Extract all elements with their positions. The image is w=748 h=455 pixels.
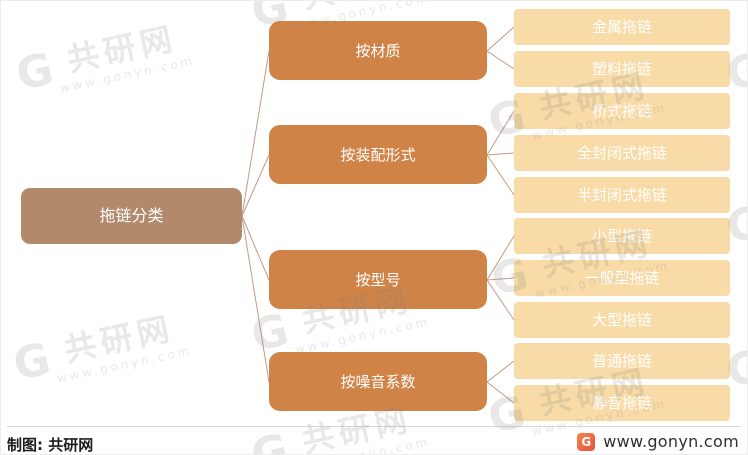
node-leaf-normal-chain: 普通拖链 [514, 343, 730, 379]
node-leaf-fully-enclosed-chain: 全封闭式拖链 [514, 135, 730, 171]
connector-line [486, 50, 515, 70]
node-category-noise-coefficient: 按噪音系数 [269, 352, 487, 411]
connector-line [486, 235, 515, 281]
connector-line [486, 277, 515, 281]
node-root-chain-classification: 拖链分类 [21, 188, 242, 244]
node-leaf-small-chain: 小型拖链 [514, 218, 730, 254]
node-leaf-semi-enclosed-chain: 半封闭式拖链 [514, 177, 730, 213]
footer-credit: 制图: 共研网 [7, 436, 94, 454]
connector-line [241, 215, 270, 383]
node-leaf-general-chain: 一般型拖链 [514, 260, 730, 296]
footer-website: www.gonyn.com [603, 432, 739, 451]
connector-line [486, 154, 515, 196]
node-category-model: 按型号 [269, 250, 487, 309]
connector-line [241, 154, 270, 217]
node-leaf-bridge-type-chain: 桥式拖链 [514, 93, 730, 129]
node-leaf-plastic-chain: 塑料拖链 [514, 51, 730, 87]
node-leaf-large-chain: 大型拖链 [514, 302, 730, 338]
gonyn-logo-icon: G [577, 432, 596, 451]
connector-line [486, 26, 515, 52]
node-leaf-silent-chain: 静音拖链 [514, 385, 730, 421]
connector-line [486, 381, 515, 404]
connector-line [486, 279, 515, 321]
footer-divider [7, 426, 741, 427]
connector-line [486, 152, 515, 156]
node-leaf-metal-chain: 金属拖链 [514, 9, 730, 45]
connector-line [241, 215, 270, 281]
node-category-assembly-form: 按装配形式 [269, 125, 487, 184]
connector-line [241, 50, 270, 217]
connector-line [486, 110, 515, 156]
footer-site: G www.gonyn.com [577, 432, 739, 451]
node-category-material: 按材质 [269, 21, 487, 80]
connector-line [486, 360, 515, 383]
